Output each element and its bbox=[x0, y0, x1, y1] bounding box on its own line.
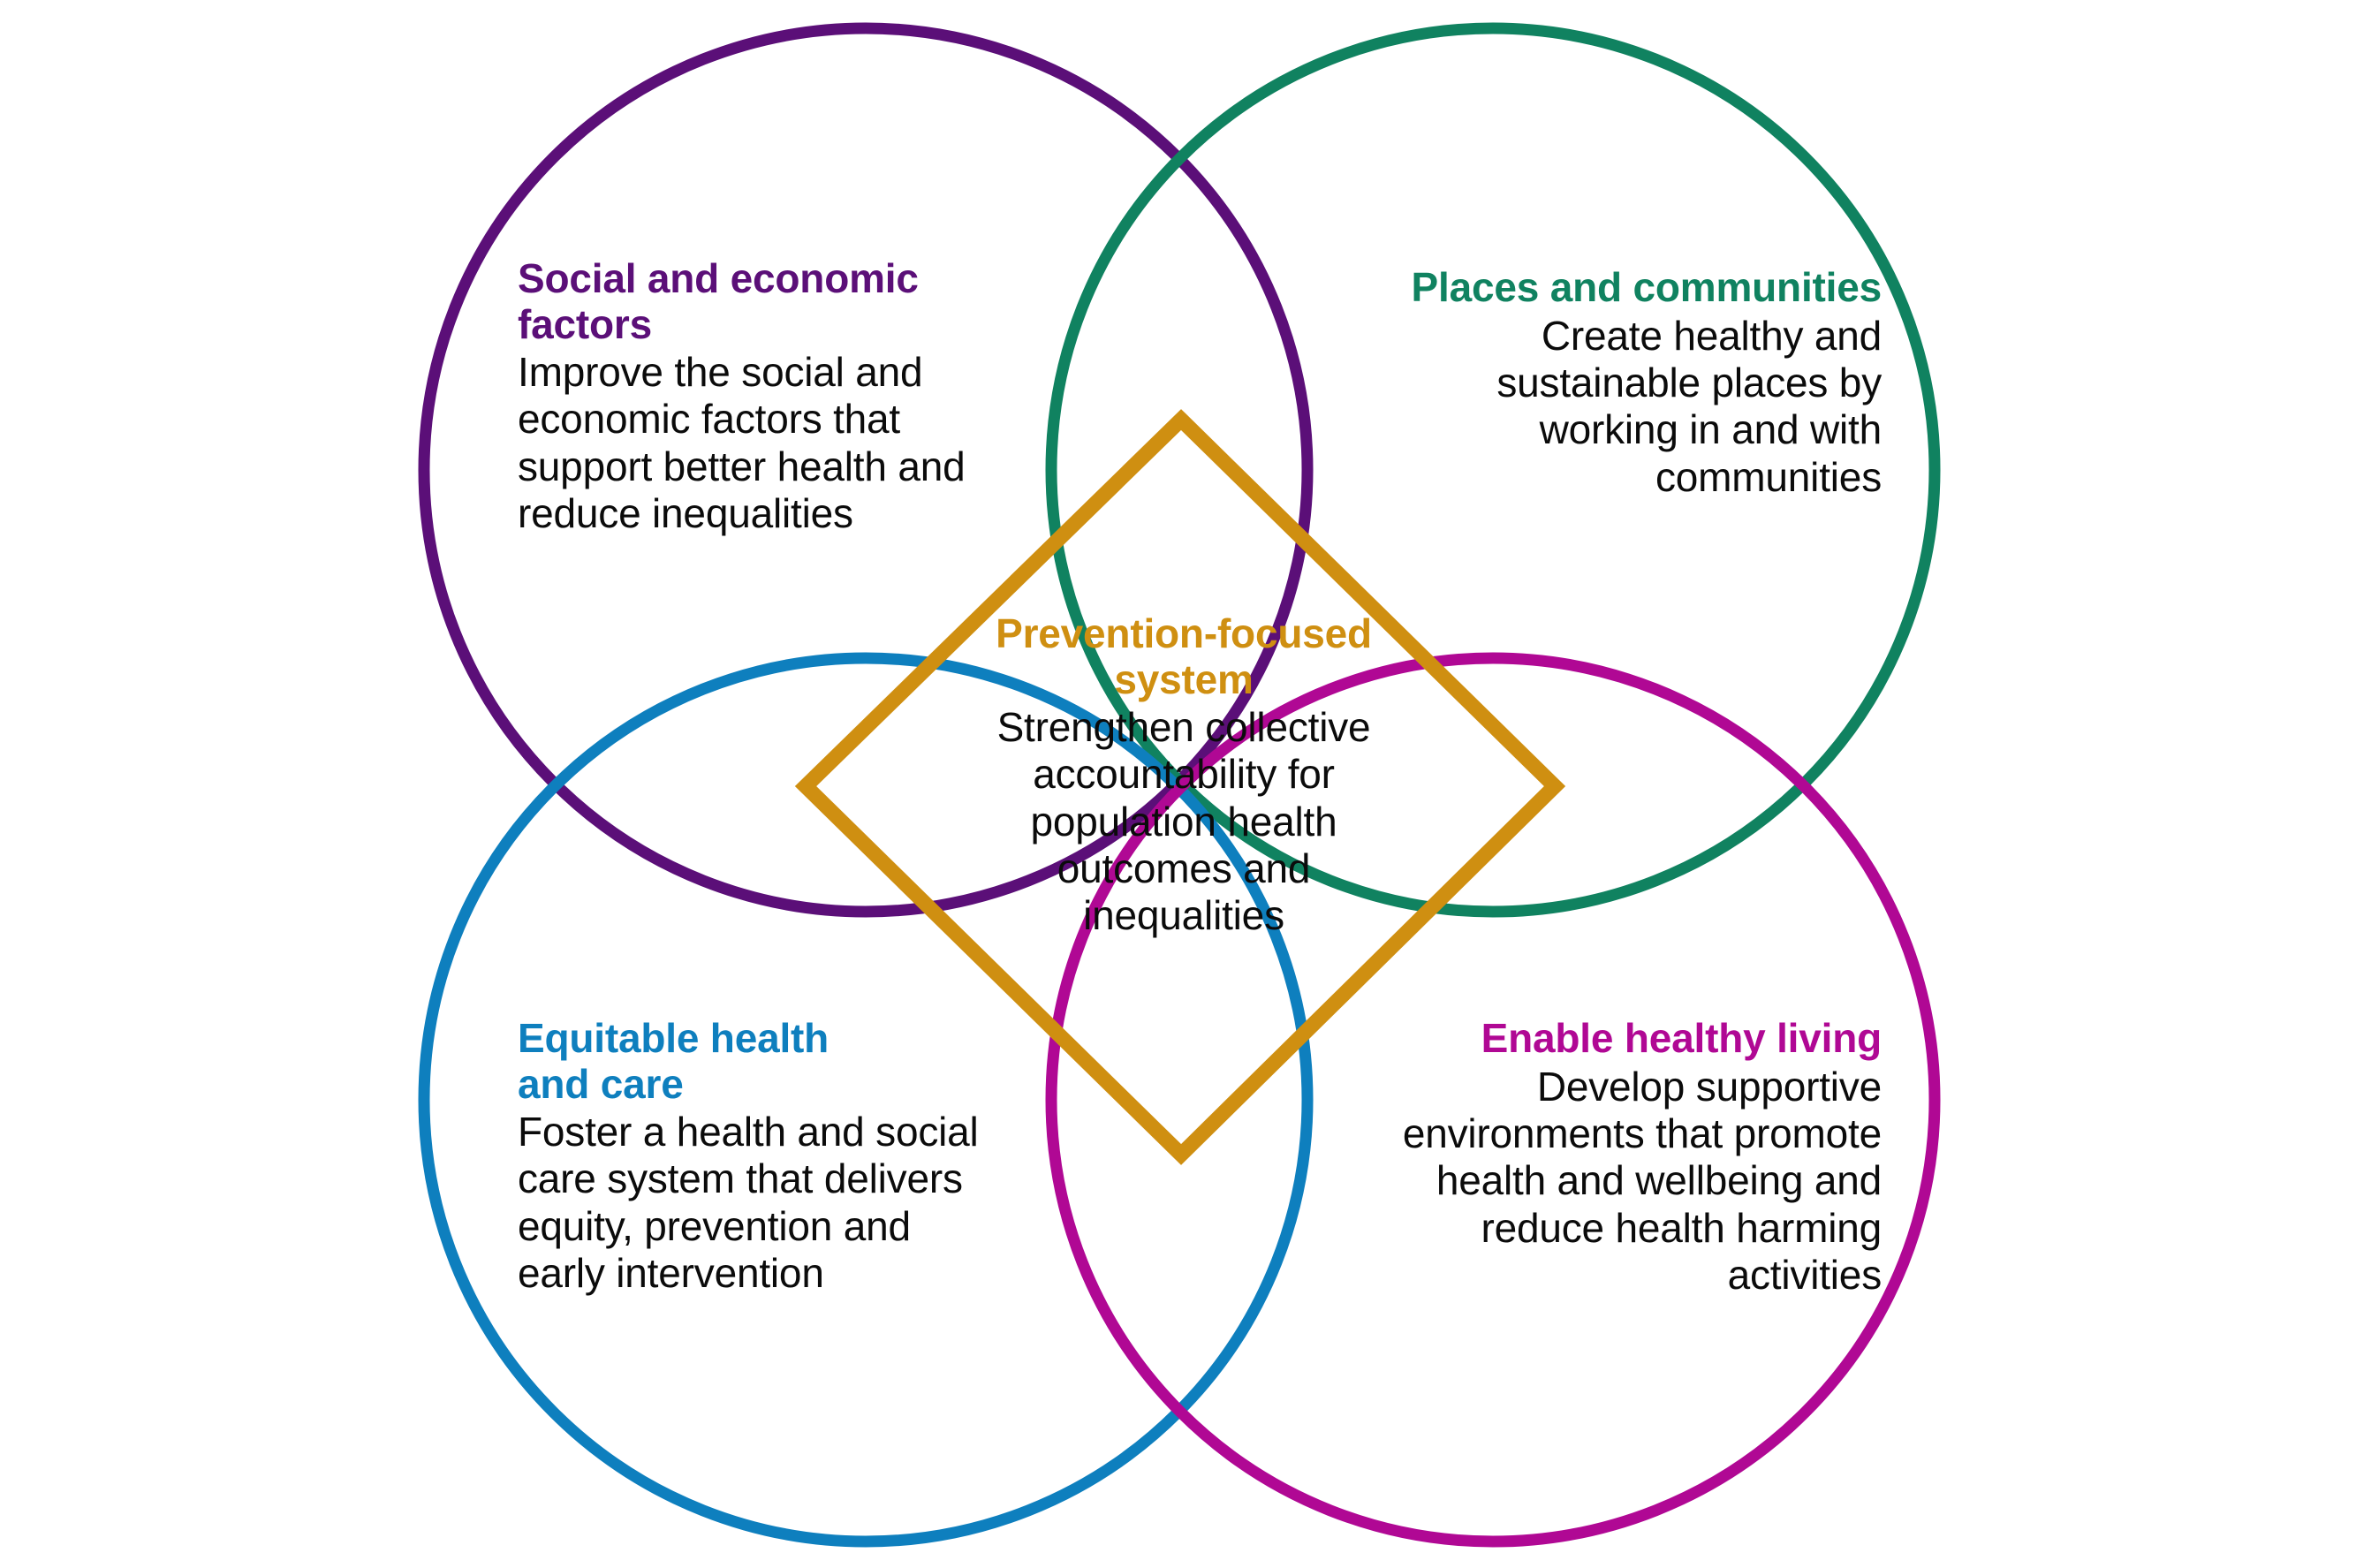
center-body-line-1: Strengthen collective bbox=[996, 704, 1371, 751]
quadrant-equitable-health-and-care: Equitable health and care Foster a healt… bbox=[518, 1015, 1065, 1297]
quadrant-social-and-economic-factors: Social and economic factors Improve the … bbox=[518, 255, 1057, 537]
quadrant-equitable-body-line-2: care system that delivers bbox=[518, 1155, 963, 1202]
quadrant-social-heading-line-1: Social and economic bbox=[518, 255, 919, 301]
quadrant-social-body-line-4: reduce inequalities bbox=[518, 490, 853, 537]
quadrant-places-body-line-2: sustainable places by bbox=[1496, 359, 1882, 405]
quadrant-places-body-line-4: communities bbox=[1655, 453, 1882, 500]
diamond-prevention-focused-system bbox=[794, 409, 1566, 1165]
quadrant-places-body-line-3: working in and with bbox=[1539, 406, 1883, 453]
quadrant-places-body: Create healthy and sustainable places by… bbox=[1334, 313, 1882, 501]
quadrant-places-body-line-1: Create healthy and bbox=[1541, 312, 1882, 359]
quadrant-enable-healthy-living: Enable healthy living Develop supportive… bbox=[1307, 1015, 1883, 1299]
quadrant-equitable-body: Foster a health and social care system t… bbox=[518, 1109, 1065, 1297]
quadrant-social-heading-line-2: factors bbox=[518, 300, 652, 347]
center-body-line-3: population health bbox=[1030, 798, 1337, 845]
center-prevention-focused-system: Prevention-focused system Strengthen col… bbox=[932, 610, 1436, 940]
quadrant-equitable-heading: Equitable health and care bbox=[518, 1015, 1065, 1107]
quadrant-social-body-line-1: Improve the social and bbox=[518, 349, 923, 396]
circle-equitable-health-and-care bbox=[418, 652, 1314, 1548]
center-body-line-4: outcomes and bbox=[1057, 845, 1311, 892]
quadrant-equitable-body-line-4: early intervention bbox=[518, 1250, 824, 1297]
quadrant-equitable-body-line-3: equity, prevention and bbox=[518, 1202, 911, 1249]
quadrant-places-heading-line-1: Places and communities bbox=[1411, 264, 1883, 310]
quadrant-social-body-line-2: economic factors that bbox=[518, 396, 901, 443]
center-heading-line-1: Prevention-focused bbox=[996, 610, 1372, 656]
quadrant-equitable-heading-line-1: Equitable health bbox=[518, 1015, 830, 1061]
circle-places-and-communities bbox=[1045, 22, 1941, 918]
circle-enable-healthy-living bbox=[1045, 652, 1941, 1548]
quadrant-equitable-body-line-1: Foster a health and social bbox=[518, 1109, 979, 1155]
center-heading: Prevention-focused system bbox=[932, 610, 1436, 702]
center-body-line-5: inequalities bbox=[1083, 892, 1284, 939]
quadrant-enable-body: Develop supportive environments that pro… bbox=[1307, 1064, 1882, 1299]
quadrant-enable-body-line-1: Develop supportive bbox=[1536, 1063, 1882, 1110]
center-heading-line-2: system bbox=[1114, 655, 1254, 702]
quadrant-social-body: Improve the social and economic factors … bbox=[518, 349, 1057, 537]
quadrant-places-heading: Places and communities bbox=[1334, 264, 1883, 311]
quadrant-enable-heading: Enable healthy living bbox=[1307, 1015, 1883, 1062]
quadrant-enable-body-line-3: health and wellbeing and bbox=[1436, 1157, 1882, 1204]
quadrant-social-heading: Social and economic factors bbox=[518, 255, 1057, 347]
quadrant-enable-body-line-4: reduce health harming bbox=[1481, 1204, 1882, 1251]
quadrant-places-and-communities: Places and communities Create healthy an… bbox=[1334, 264, 1883, 501]
center-body: Strengthen collective accountability for… bbox=[932, 704, 1436, 940]
circle-social-and-economic-factors bbox=[418, 22, 1314, 918]
quadrant-equitable-heading-line-2: and care bbox=[518, 1060, 684, 1107]
quadrant-enable-heading-line-1: Enable healthy living bbox=[1481, 1015, 1883, 1061]
quadrant-social-body-line-3: support better health and bbox=[518, 443, 966, 489]
quadrant-enable-body-line-2: environments that promote bbox=[1402, 1110, 1882, 1156]
center-body-line-2: accountability for bbox=[1033, 751, 1335, 798]
quadrant-enable-body-line-5: activities bbox=[1727, 1251, 1883, 1298]
